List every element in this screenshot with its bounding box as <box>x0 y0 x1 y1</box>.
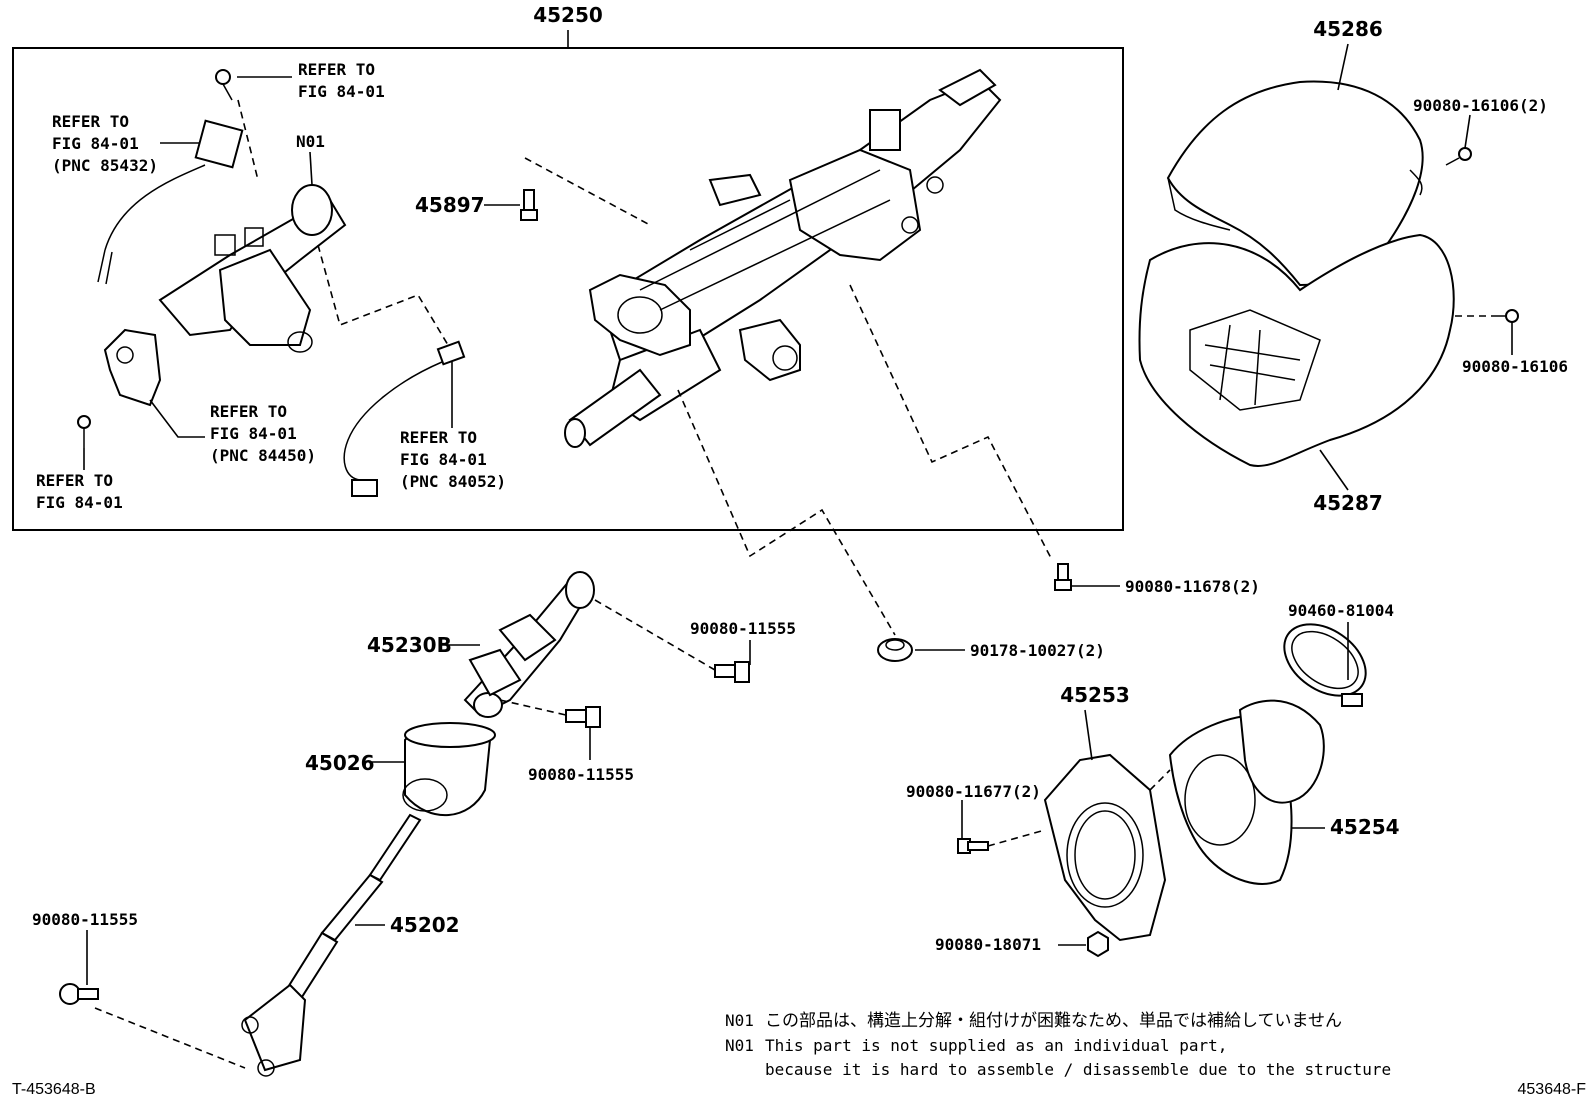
note-jp-text: この部品は、構造上分解・組付けが困難なため、単品では補給していません <box>765 1011 1342 1031</box>
label-45897: 45897 <box>415 193 485 217</box>
screw-90080-16106-2 <box>1445 147 1472 166</box>
refer-label-c-line3: (PNC 84450) <box>210 446 316 465</box>
label-90080-11555-a: 90080-11555 <box>690 619 796 638</box>
bolt-90080-11677 <box>957 838 989 854</box>
bearing-45026 <box>402 722 496 817</box>
label-90080-11678: 90080-11678(2) <box>1125 577 1260 596</box>
refer-label-e-line2: FIG 84-01 <box>400 450 487 469</box>
switch-pnc-84450 <box>103 328 162 407</box>
column-cover-upper-45286 <box>1166 80 1424 287</box>
column-cover-lower-45287 <box>1138 233 1455 467</box>
screw-top-left <box>215 69 233 101</box>
label-45230b: 45230B <box>367 633 452 657</box>
label-90080-11555-c: 90080-11555 <box>32 910 138 929</box>
label-45026: 45026 <box>305 751 375 775</box>
refer-label-a-line2: FIG 84-01 <box>298 82 385 101</box>
refer-label-b-line2: FIG 84-01 <box>52 134 139 153</box>
label-90178-10027: 90178-10027(2) <box>970 641 1105 660</box>
label-45253: 45253 <box>1060 683 1130 707</box>
refer-label-e-line3: (PNC 84052) <box>400 472 506 491</box>
bolt-45897 <box>520 189 538 221</box>
label-n01: N01 <box>296 132 325 151</box>
sensor-pnc-85432 <box>97 119 244 285</box>
intermediate-shaft-45230b <box>463 571 595 718</box>
label-45286: 45286 <box>1313 17 1383 41</box>
label-45254: 45254 <box>1330 815 1400 839</box>
note-en-prefix: N01 <box>725 1036 754 1055</box>
label-90460-81004: 90460-81004 <box>1288 601 1394 620</box>
label-45287: 45287 <box>1313 491 1383 515</box>
label-90080-16106: 90080-16106 <box>1462 357 1568 376</box>
label-45250: 45250 <box>533 3 603 27</box>
bolt-90080-11678 <box>1054 563 1072 591</box>
refer-label-c-line1: REFER TO <box>210 402 287 421</box>
label-45202: 45202 <box>390 913 460 937</box>
plate-45253 <box>1043 753 1167 942</box>
screw-bottom-left <box>77 415 91 448</box>
refer-label-c-line2: FIG 84-01 <box>210 424 297 443</box>
dashed-guide <box>524 157 651 226</box>
dashed-guide <box>677 389 896 636</box>
label-90080-18071: 90080-18071 <box>935 935 1041 954</box>
note-en-line1: This part is not supplied as an individu… <box>765 1036 1227 1055</box>
grommet-90178-10027 <box>877 638 913 662</box>
clamp-90460-81004 <box>1283 623 1367 707</box>
label-90080-11677: 90080-11677(2) <box>906 782 1041 801</box>
refer-label-a-line1: REFER TO <box>298 60 375 79</box>
refer-label-d-line2: FIG 84-01 <box>36 493 123 512</box>
label-90080-11555-b: 90080-11555 <box>528 765 634 784</box>
screw-90080-16106 <box>1494 309 1519 323</box>
steering-column-assembly <box>564 68 1002 448</box>
nut-90080-18071 <box>1087 930 1109 958</box>
dashed-guide <box>849 284 1053 561</box>
refer-label-b-line3: (PNC 85432) <box>52 156 158 175</box>
note-en-line2: because it is hard to assemble / disasse… <box>765 1060 1391 1079</box>
ignition-lock-assembly <box>158 184 347 353</box>
bolt-90080-11555-b <box>565 706 601 728</box>
sensor-pnc-84052 <box>343 340 466 497</box>
dashed-guide <box>237 99 259 181</box>
note-jp-prefix: N01 <box>725 1011 754 1030</box>
drawing-id-left: T-453648-B <box>12 1081 96 1098</box>
hole-cover-45254 <box>1168 699 1325 885</box>
bolt-90080-11555-c <box>59 983 99 1005</box>
lower-shaft-45202 <box>241 813 422 1077</box>
drawing-id-right: 453648-F <box>1518 1081 1587 1098</box>
refer-label-b-line1: REFER TO <box>52 112 129 131</box>
refer-label-d-line1: REFER TO <box>36 471 113 490</box>
dashed-guide <box>317 244 449 346</box>
refer-label-e-line1: REFER TO <box>400 428 477 447</box>
label-90080-16106-2: 90080-16106(2) <box>1413 96 1548 115</box>
bolt-90080-11555-a <box>714 661 750 683</box>
